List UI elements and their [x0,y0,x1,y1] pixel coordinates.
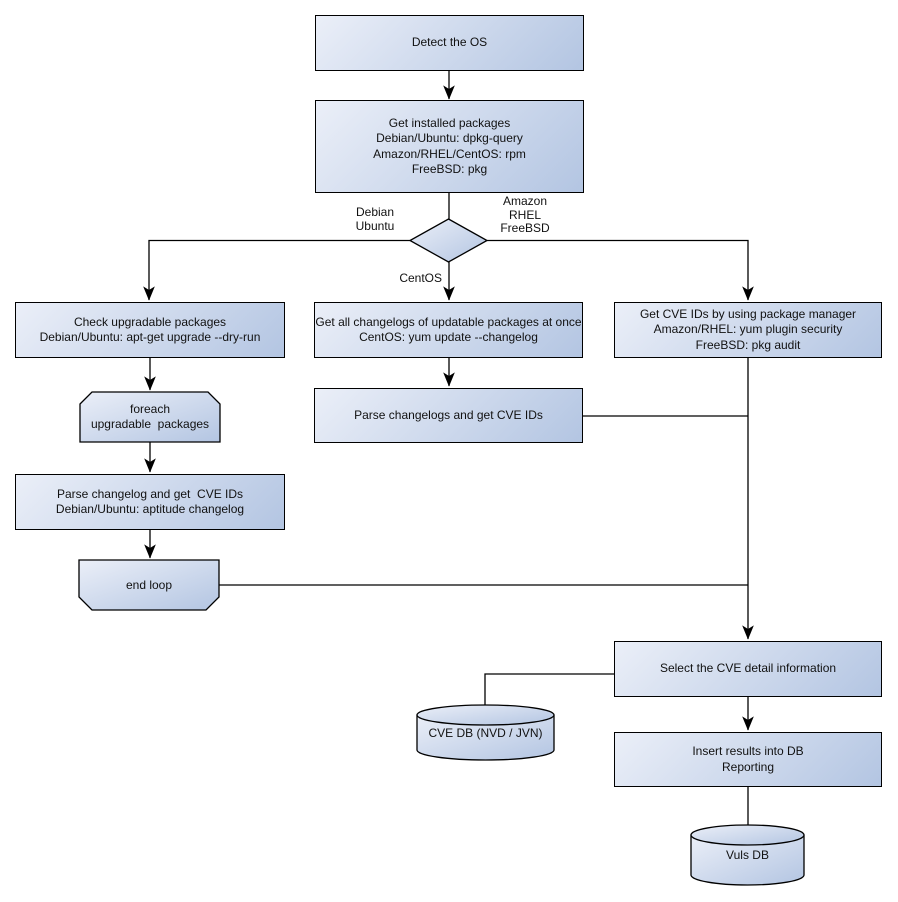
node-select-cve-detail: Select the CVE detail information [614,641,882,697]
vuls-db-cylinder-top [690,824,805,846]
node-get-installed-packages: Get installed packages Debian/Ubuntu: dp… [315,100,584,193]
end-loop-shape [78,559,220,611]
branch-label-amazon-rhel-freebsd: Amazon RHEL FreeBSD [500,194,550,235]
node-parse-changelogs: Parse changelogs and get CVE IDs [314,388,583,443]
node-check-upgradable-label: Check upgradable packages Debian/Ubuntu:… [39,314,261,345]
connector-select-to-cve-db [484,673,614,706]
node-insert-results-label: Insert results into DB Reporting [692,744,804,774]
node-parse-changelog: Parse changelog and get CVE IDs Debian/U… [15,474,285,530]
node-get-installed-packages-label: Get installed packages Debian/Ubuntu: dp… [373,115,526,177]
node-parse-changelogs-label: Parse changelogs and get CVE IDs [354,407,543,422]
node-detect-os: Detect the OS [315,15,584,71]
connector-decision-to-check-upgradable [143,239,410,301]
node-get-cve-ids: Get CVE IDs by using package manager Ama… [614,302,882,358]
node-check-upgradable: Check upgradable packages Debian/Ubuntu:… [15,302,285,358]
node-select-cve-detail-label: Select the CVE detail information [659,661,837,676]
branch-label-centos: CentOS [399,271,442,285]
node-get-all-changelogs: Get all changelogs of updatable packages… [314,302,583,358]
node-insert-results: Insert results into DB Reporting [614,732,882,787]
foreach-shape [79,391,221,443]
cve-db-cylinder-top [416,704,555,726]
node-get-cve-ids-label: Get CVE IDs by using package manager Ama… [639,306,857,352]
cve-db-cylinder-body [416,715,555,761]
node-parse-changelog-label: Parse changelog and get CVE IDs Debian/U… [55,486,245,517]
node-detect-os-label: Detect the OS [411,35,488,50]
branch-label-debian-ubuntu: Debian Ubuntu [355,205,395,233]
decision-diamond [408,218,489,263]
vuls-db-cylinder-body [690,835,805,886]
node-get-all-changelogs-label: Get all changelogs of updatable packages… [315,314,582,345]
connector-decision-to-get-cve-ids [487,239,754,301]
